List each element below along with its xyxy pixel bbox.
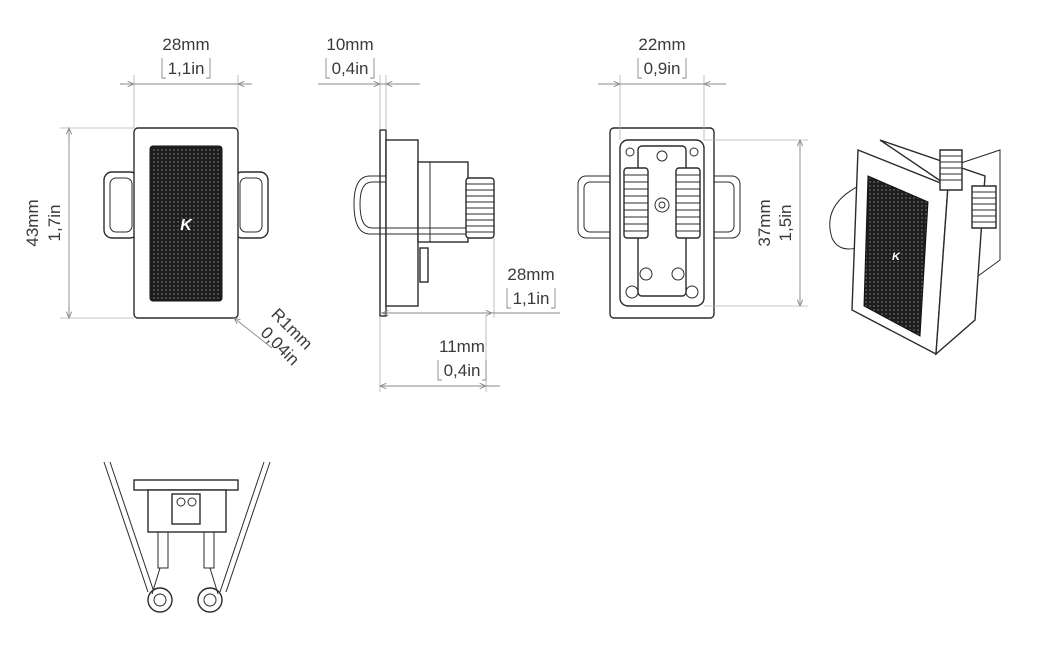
bottom-terminal <box>171 493 201 525</box>
bottom-right-clip-wire <box>219 461 271 593</box>
bottom-view <box>103 461 271 613</box>
dim-front-height: 43mm 1,7in <box>23 128 134 318</box>
side-flange-in: 0,4in <box>332 59 369 78</box>
bottom-right-coil <box>197 587 223 613</box>
side-view <box>353 129 495 317</box>
side-flange <box>379 129 387 317</box>
bottom-left-coil <box>147 587 173 613</box>
front-right-clip <box>233 171 269 239</box>
back-height-in: 1,5in <box>776 205 795 242</box>
front-width-mm: 28mm <box>162 35 209 54</box>
dim-back-width: 22mm 0,9in <box>598 35 726 140</box>
front-height-mm: 43mm <box>23 199 42 246</box>
perspective-spring <box>939 149 997 229</box>
back-height-mm: 37mm <box>755 199 774 246</box>
front-view: K <box>103 127 269 319</box>
perspective-logo: K <box>892 251 901 263</box>
side-spring <box>465 177 495 239</box>
side-body <box>417 161 469 243</box>
dim-back-height: 37mm 1,5in <box>704 140 808 306</box>
back-spring-right <box>675 167 701 239</box>
side-depth-in: 1,1in <box>513 289 550 308</box>
bottom-left-clip-wire <box>103 461 155 593</box>
side-housing <box>385 139 419 307</box>
side-body-mm: 11mm <box>439 337 485 356</box>
back-view <box>577 127 741 319</box>
back-spring-left <box>623 167 649 239</box>
side-depth-mm: 28mm <box>507 265 554 284</box>
dim-side-body: 11mm 0,4in <box>380 316 500 392</box>
front-height-in: 1,7in <box>45 205 64 242</box>
back-width-in: 0,9in <box>644 59 681 78</box>
side-body-in: 0,4in <box>444 361 481 380</box>
perspective-grille <box>863 175 929 337</box>
front-grille <box>149 145 223 302</box>
perspective-view: K <box>829 139 1001 356</box>
dim-corner-radius: R1mm 0,04in <box>234 305 316 369</box>
dim-front-width: 28mm 1,1in <box>120 35 252 128</box>
dim-side-flange: 10mm 0,4in <box>318 35 420 130</box>
dim-side-depth: 28mm 1,1in <box>380 238 560 318</box>
back-width-mm: 22mm <box>638 35 685 54</box>
front-logo: K <box>180 217 193 234</box>
front-width-in: 1,1in <box>168 59 205 78</box>
side-wire <box>353 175 470 235</box>
front-left-clip <box>103 171 139 239</box>
side-flange-mm: 10mm <box>326 35 373 54</box>
bottom-flange <box>133 479 239 491</box>
